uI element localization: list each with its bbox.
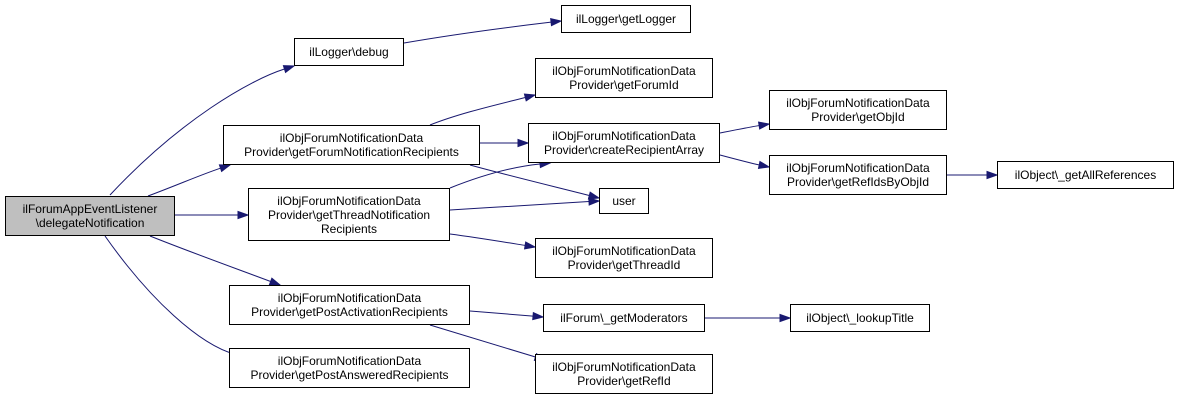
node-lookup-title[interactable]: ilObject\_lookupTitle bbox=[790, 304, 930, 332]
arrowhead bbox=[757, 160, 771, 169]
node-delegate-notification: ilForumAppEventListener\delegateNotifica… bbox=[5, 196, 175, 236]
node-label-line: ilObjForumNotificationData bbox=[277, 291, 422, 305]
node-label-line: ilForumAppEventListener bbox=[22, 202, 158, 216]
node-label-line: ilObjForumNotificationData bbox=[279, 131, 424, 145]
edge-n5-n7 bbox=[719, 154, 771, 169]
node-label-line: Provider\getThreadNotification bbox=[267, 207, 431, 222]
node-logger-get-logger[interactable]: ilLogger\getLogger bbox=[561, 5, 691, 33]
node-user[interactable]: user bbox=[599, 188, 649, 214]
edge-line bbox=[109, 68, 285, 196]
arrowhead bbox=[523, 93, 537, 102]
node-label-line: Provider\getPostAnsweredRecipients bbox=[250, 368, 449, 382]
edge-line bbox=[449, 233, 526, 246]
arrowhead bbox=[237, 210, 250, 220]
node-label-line: ilObjForumNotificationData bbox=[277, 354, 422, 368]
edge-n0-n10 bbox=[175, 210, 250, 220]
node-label-line: ilObject\_lookupTitle bbox=[806, 311, 914, 325]
edge-n10-n9 bbox=[449, 197, 601, 211]
edge-n3-n9 bbox=[469, 164, 601, 200]
node-label-line: ilObjForumNotificationData bbox=[552, 244, 696, 258]
edge-n10-n11 bbox=[449, 233, 537, 250]
node-label-line: ilObjForumNotificationData bbox=[786, 96, 930, 110]
node-label-line: Provider\getThreadId bbox=[567, 258, 681, 272]
arrowhead bbox=[757, 121, 771, 130]
edge-line bbox=[449, 163, 541, 189]
edge-n1-n2 bbox=[403, 18, 563, 44]
arrowhead bbox=[523, 241, 537, 250]
node-logger-debug[interactable]: ilLogger\debug bbox=[294, 38, 404, 66]
edge-line bbox=[149, 235, 271, 282]
node-label-line: user bbox=[612, 194, 636, 208]
edge-n12-n13 bbox=[469, 310, 545, 321]
edge-line bbox=[429, 97, 526, 126]
edge-n5-n6 bbox=[719, 121, 771, 134]
node-get-all-references[interactable]: ilObject\_getAllReferences bbox=[997, 161, 1174, 189]
node-label-line: ilLogger\debug bbox=[309, 45, 389, 59]
arrowhead bbox=[779, 313, 792, 323]
arrowhead bbox=[550, 18, 563, 27]
edge-n3-n5 bbox=[479, 138, 530, 148]
node-label-line: Provider\getForumId bbox=[569, 78, 679, 92]
edge-n7-n8 bbox=[947, 170, 999, 180]
edge-line bbox=[469, 164, 590, 197]
node-forum-get-moderators[interactable]: ilForum\_getModerators bbox=[543, 304, 705, 332]
arrowhead bbox=[268, 277, 282, 286]
edge-n3-n4 bbox=[429, 93, 537, 126]
node-label-line: ilObject\_getAllReferences bbox=[1014, 168, 1157, 182]
node-label-line: \delegateNotification bbox=[35, 216, 145, 230]
arrowhead bbox=[282, 65, 296, 74]
edge-line bbox=[719, 154, 760, 166]
node-label-line: ilObjForumNotificationData bbox=[552, 129, 696, 143]
edge-line bbox=[719, 125, 760, 134]
arrowhead bbox=[986, 170, 999, 180]
node-label-line: Provider\getPostActivationRecipients bbox=[251, 305, 448, 319]
node-label-line: Recipients bbox=[320, 221, 378, 236]
node-label-line: Provider\getForumNotificationRecipients bbox=[244, 145, 459, 159]
edge-n0-n16 bbox=[104, 235, 247, 359]
arrowhead bbox=[532, 311, 545, 321]
node-label-line: ilObjForumNotificationData bbox=[552, 360, 696, 374]
node-label-line: ilObjForumNotificationData bbox=[277, 193, 421, 208]
node-label-line: Provider\getRefIdsByObjId bbox=[786, 175, 930, 189]
arrowhead bbox=[587, 191, 601, 200]
edge-n13-n14 bbox=[705, 313, 792, 323]
edge-line bbox=[147, 167, 221, 197]
edge-line bbox=[104, 235, 236, 355]
node-label-line: Provider\getObjId bbox=[811, 110, 905, 124]
node-label-line: Provider\getRefId bbox=[577, 374, 671, 388]
edge-line bbox=[449, 201, 590, 211]
edge-line bbox=[403, 21, 552, 44]
arrowhead bbox=[218, 164, 232, 173]
edge-n0-n3 bbox=[147, 164, 232, 197]
arrowhead bbox=[517, 138, 530, 148]
edge-line bbox=[429, 324, 536, 358]
node-label-line: ilLogger\getLogger bbox=[575, 12, 677, 26]
arrowhead bbox=[588, 197, 601, 206]
node-label-line: Provider\createRecipientArray bbox=[543, 143, 705, 157]
node-label-line: ilForum\_getModerators bbox=[560, 311, 688, 325]
edge-line bbox=[469, 310, 534, 317]
edge-n0-n1 bbox=[109, 65, 296, 196]
node-label-line: ilObjForumNotificationData bbox=[786, 161, 930, 175]
edge-n0-n12 bbox=[149, 235, 282, 286]
node-label-line: ilObjForumNotificationData bbox=[552, 64, 696, 78]
